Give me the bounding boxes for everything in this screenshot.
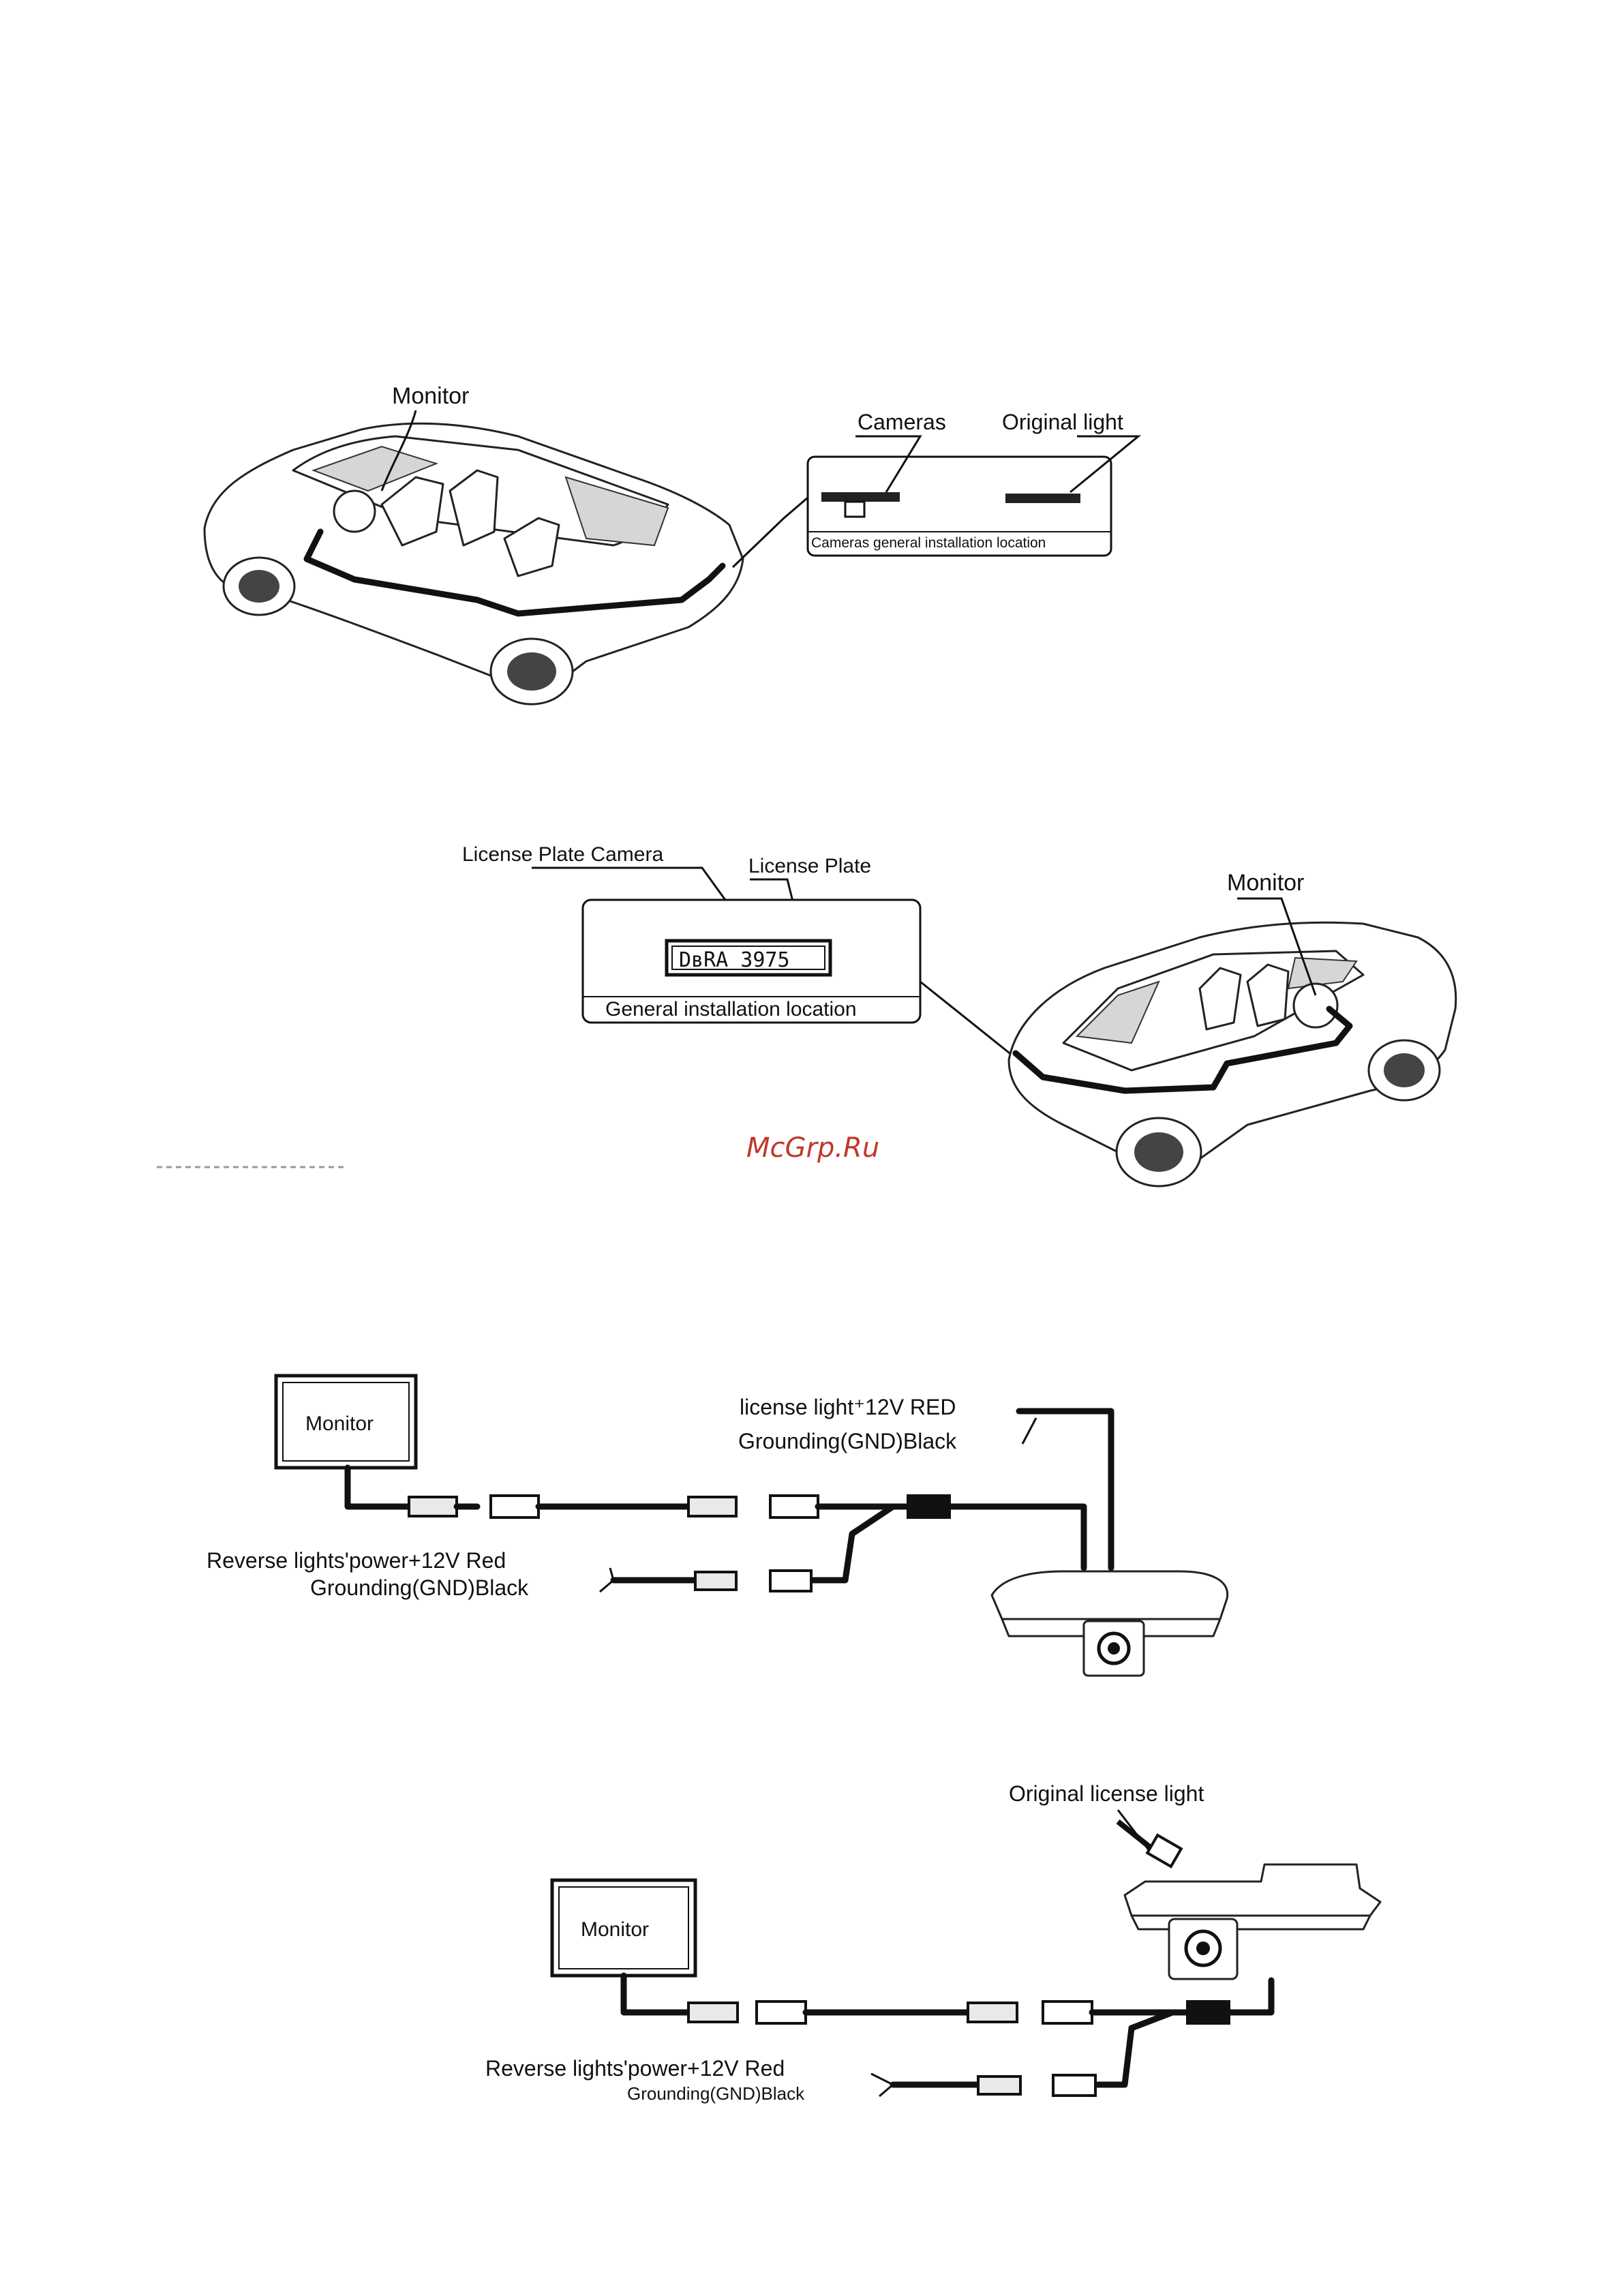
connector-plug-3 — [687, 2002, 739, 2023]
plate-text: DвRA 3975 — [679, 948, 790, 972]
connector-jack-2 — [769, 1494, 819, 1519]
diagram-3-wiring-license-light: Monitor license light⁺12V RED Grounding(… — [207, 1374, 1229, 1677]
monitor-leader-2 — [1237, 897, 1317, 996]
reverse-power-label-3: Reverse lights'power+12V Red — [207, 1548, 506, 1573]
diagram-1-rear-car-installation: Monitor Cameras general installation loc… — [203, 383, 1142, 706]
inset-leader-2 — [920, 980, 1023, 1065]
original-light-leader — [1070, 435, 1142, 494]
reverse-power-plug-4 — [977, 2075, 1022, 2096]
monitor-box-3: Monitor — [274, 1374, 418, 1470]
junction-connector-4 — [1186, 2000, 1230, 2025]
monitor-label-2: Monitor — [1227, 870, 1304, 896]
monitor-label-1: Monitor — [392, 383, 469, 409]
connector-plug-1 — [408, 1496, 458, 1517]
plate-inset-box: DвRA 3975 General installation location — [581, 898, 922, 1024]
connector-plug-4 — [967, 2002, 1018, 2023]
monitor-label-4: Monitor — [581, 1918, 649, 1941]
reverse-power-jack-4 — [1052, 2074, 1097, 2097]
reverse-power-jack-3 — [769, 1569, 813, 1592]
connector-jack-4 — [1042, 2000, 1093, 2025]
reverse-leader-4 — [870, 2072, 895, 2098]
connector-jack-3 — [755, 2000, 807, 2025]
original-license-light-label: Original license light — [1009, 1781, 1204, 1806]
diagram-2-license-plate-installation: License Plate Camera License Plate DвRA … — [157, 843, 1457, 1188]
original-license-light-bulb — [1116, 1809, 1183, 1869]
car-illustration-2 — [1007, 921, 1457, 1188]
camera-icon — [844, 500, 866, 518]
car-illustration-1 — [203, 422, 808, 706]
watermark: McGrp.Ru — [746, 1132, 879, 1164]
inset-caption-2: General installation location — [605, 998, 857, 1021]
inset-caption-1: Cameras general installation location — [811, 535, 1046, 551]
junction-connector — [907, 1494, 951, 1519]
reverse-power-plug-3 — [694, 1571, 738, 1591]
reverse-power-label-4: Reverse lights'power+12V Red — [485, 2056, 785, 2081]
diagram-4-wiring-original-light: Original license light Monitor — [485, 1781, 1382, 2104]
camera-housing-3 — [990, 1570, 1229, 1677]
reverse-leader-3 — [599, 1567, 615, 1593]
license-light-label: license light⁺12V RED — [740, 1395, 956, 1419]
camera-housing-4 — [1123, 1863, 1382, 1980]
monitor-box-4: Monitor — [550, 1878, 697, 1978]
connector-plug-2 — [687, 1496, 738, 1517]
connector-jack-1 — [489, 1494, 540, 1519]
cameras-leader — [855, 435, 922, 493]
license-plate-label: License Plate — [748, 855, 871, 877]
monitor-label-3: Monitor — [305, 1413, 374, 1435]
reverse-gnd-label-3: Grounding(GND)Black — [310, 1575, 529, 1600]
monitor-leader-1 — [380, 410, 417, 492]
original-light-icon — [1005, 494, 1080, 503]
license-plate-camera-label: License Plate Camera — [462, 843, 663, 866]
cameras-label: Cameras — [858, 410, 946, 434]
license-gnd-leader — [1021, 1417, 1037, 1445]
camera-inset-box-1: Cameras general installation location — [806, 455, 1112, 557]
original-light-label: Original light — [1002, 410, 1123, 434]
license-gnd-label: Grounding(GND)Black — [738, 1429, 957, 1453]
reverse-gnd-label-4: Grounding(GND)Black — [627, 2083, 805, 2104]
